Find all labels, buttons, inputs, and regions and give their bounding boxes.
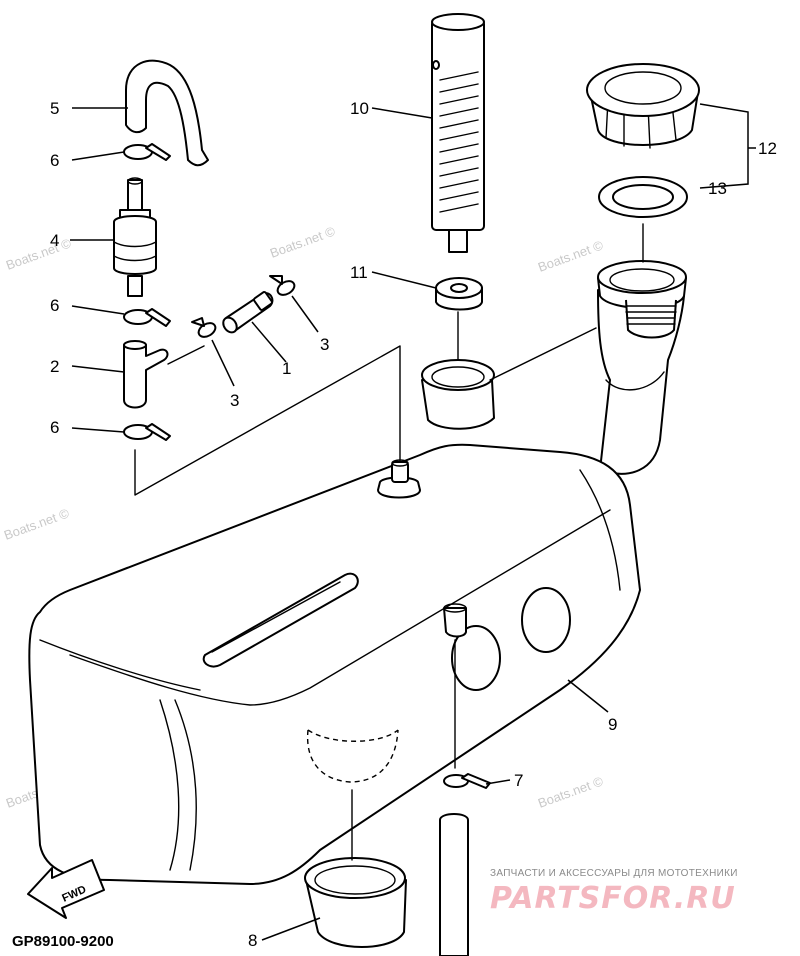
callout-10: 10 (350, 99, 369, 118)
pad-part-8 (304, 857, 407, 948)
callout-11: 11 (350, 263, 368, 282)
clip-part-3 (191, 317, 217, 338)
hose-part-5 (125, 59, 209, 167)
callout-2: 2 (50, 357, 59, 376)
strainer-part-10 (431, 13, 485, 253)
callout-9: 9 (608, 715, 617, 734)
callout-7: 7 (514, 771, 523, 790)
clip-part-3 (269, 275, 296, 296)
watermark: Boats.net © (268, 223, 338, 261)
brand-name: PARTSFOR.RU (490, 881, 736, 916)
brand-tagline: ЗАПЧАСТИ И АКСЕССУАРЫ ДЛЯ МОТОТЕХНИКИ (490, 868, 738, 879)
watermark: Boats.net © (536, 773, 606, 811)
callout-3: 3 (320, 335, 329, 354)
connector-part-1 (222, 291, 274, 334)
hose-segment (439, 813, 469, 956)
fuel-filter-part-4 (113, 177, 157, 297)
fwd-arrow-icon: FWD (27, 859, 105, 919)
fuel-cap-part-12 (586, 63, 700, 149)
diagram-code: GP89100-9200 (12, 933, 114, 950)
watermark: Boats.net © (4, 235, 74, 273)
watermark: Boats.net © (2, 505, 72, 543)
clip-part-6 (123, 143, 171, 161)
callout-13: 13 (708, 179, 727, 198)
callout-8: 8 (248, 931, 257, 950)
clip-part-6 (123, 308, 171, 327)
connection-lines (134, 223, 644, 861)
joint-part-2 (123, 340, 169, 409)
fuel-tank-part-9 (28, 260, 687, 885)
cap-gasket-part-13 (598, 176, 688, 218)
callout-3: 3 (230, 391, 239, 410)
leader-lines (70, 103, 756, 941)
clip-part-7 (443, 773, 491, 789)
callout-labels: 5 6 4 6 2 6 3 1 3 10 11 12 13 9 7 8 (50, 99, 777, 950)
callout-1: 1 (282, 359, 291, 378)
callout-6: 6 (50, 296, 59, 315)
brand-watermark: ЗАПЧАСТИ И АКСЕССУАРЫ ДЛЯ МОТОТЕХНИКИ PA… (490, 868, 738, 916)
callout-6: 6 (50, 151, 59, 170)
clip-part-6 (123, 423, 171, 441)
callout-4: 4 (50, 231, 59, 250)
callout-6: 6 (50, 418, 59, 437)
callout-5: 5 (50, 99, 59, 118)
callout-12: 12 (758, 139, 777, 158)
watermark: Boats.net © (536, 237, 606, 275)
grommet-part-11 (435, 277, 483, 311)
